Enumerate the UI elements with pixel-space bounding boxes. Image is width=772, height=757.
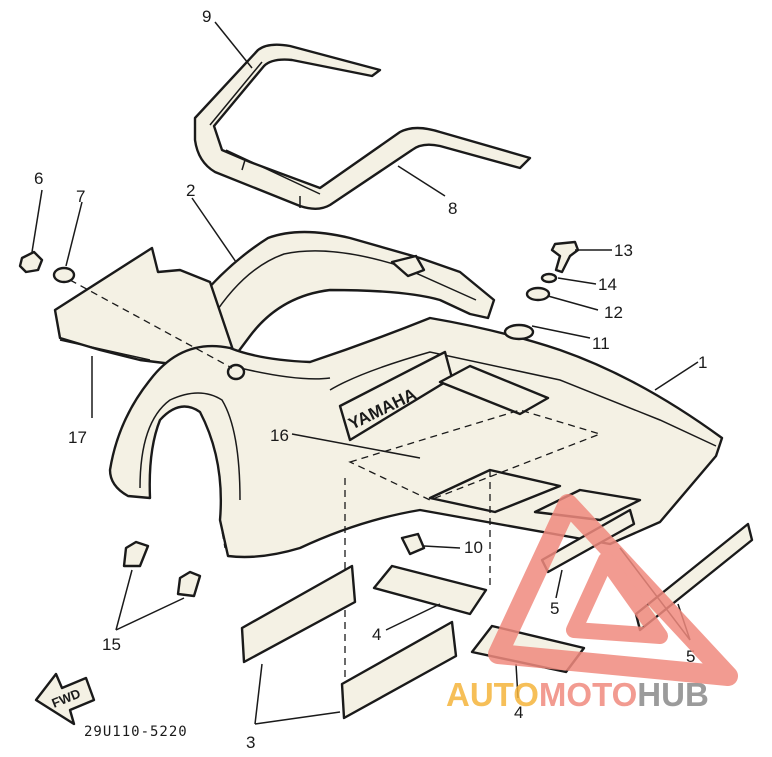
fwd-arrow: FWD: [34, 672, 96, 726]
grommet-part-7-mounted: [226, 363, 246, 381]
drawing-code: 29U110-5220: [84, 724, 188, 740]
main-cowl-part-1: YAMAHA: [108, 316, 724, 680]
bolt-part-13: [550, 240, 580, 274]
watermark-text-moto: MOTO: [539, 676, 637, 713]
watermark-text-hub: HUB: [637, 676, 709, 713]
callout-4a: 4: [372, 625, 381, 644]
cowl-frame-part-2: [193, 230, 496, 354]
callout-9: 9: [202, 7, 211, 26]
seal-strips-part-3: [240, 564, 458, 720]
callout-numbers: 1 2 3 4 4 5 5 6 7 8 9 10 11 12 13 14 15 …: [34, 7, 707, 752]
bolt-part-6: [18, 250, 44, 274]
callout-16: 16: [270, 426, 289, 445]
callout-6: 6: [34, 169, 43, 188]
callout-1: 1: [698, 353, 707, 372]
small-pads-part-15: [122, 540, 202, 598]
callout-15: 15: [102, 635, 121, 654]
callout-5a: 5: [550, 599, 559, 618]
callout-12: 12: [604, 303, 623, 322]
callout-13: 13: [614, 241, 633, 260]
callout-11: 11: [592, 334, 610, 353]
callout-4b: 4: [514, 703, 523, 722]
grommet-part-11: [503, 323, 535, 341]
leader-lines: [31, 21, 699, 725]
callout-17: 17: [68, 428, 87, 447]
clip-part-10: [400, 532, 426, 556]
callout-2: 2: [186, 181, 195, 200]
washer-part-7: [52, 266, 76, 284]
windshield-trim-part-9-8: [193, 43, 532, 210]
callout-3: 3: [246, 733, 255, 752]
lock-washer-part-14: [540, 272, 558, 284]
callout-8: 8: [448, 199, 457, 218]
watermark-triangle-logo: [488, 494, 738, 686]
callout-7: 7: [76, 187, 85, 206]
automotohub-watermark: AUTOMOTOHUB: [446, 494, 738, 713]
callout-10: 10: [464, 538, 483, 557]
washer-part-12: [525, 286, 551, 302]
callout-14: 14: [598, 275, 617, 294]
svg-text:AUTOMOTOHUB: AUTOMOTOHUB: [446, 676, 709, 713]
watermark-text-auto: AUTO: [446, 676, 539, 713]
callout-5b: 5: [686, 647, 695, 666]
